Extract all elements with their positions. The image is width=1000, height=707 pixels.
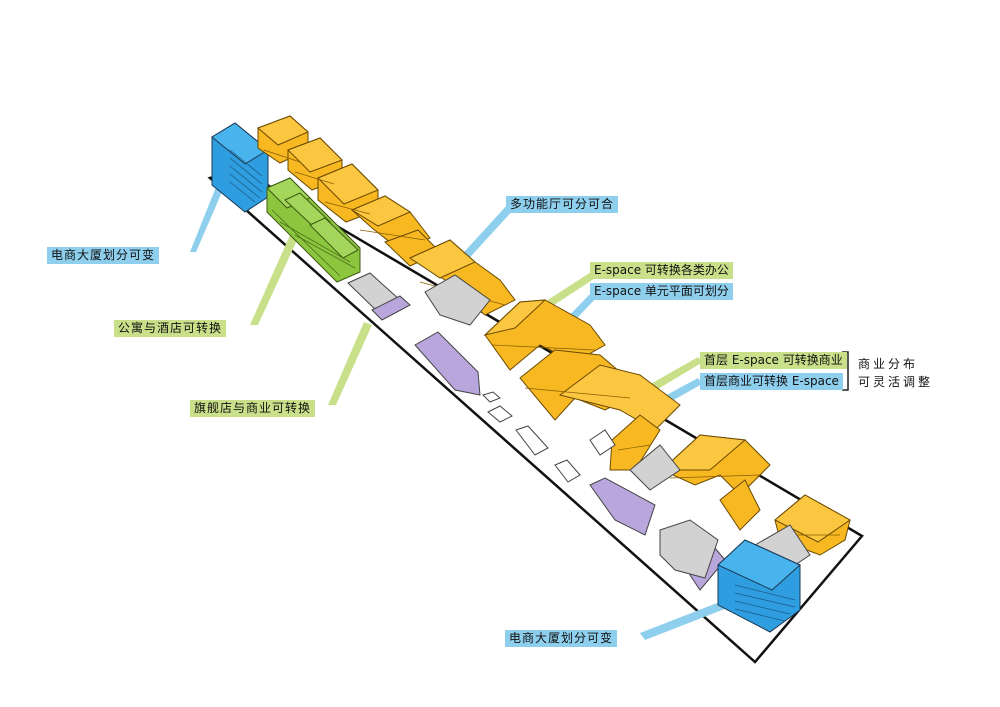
flagship-block bbox=[371, 295, 411, 321]
leader-ecommerce-top bbox=[190, 182, 225, 252]
label-flagship: 旗舰店与商业可转换 bbox=[190, 400, 316, 417]
office-chain bbox=[257, 115, 851, 556]
label-ground-commercial: 首层商业可转换 E-space bbox=[700, 373, 843, 390]
plaza-piece bbox=[515, 425, 549, 456]
podium-block bbox=[659, 519, 719, 579]
office-floor-lines bbox=[263, 149, 840, 536]
label-espace-office: E-space 可转换各类办公 bbox=[590, 262, 733, 279]
apartment-hotel-block bbox=[266, 177, 361, 283]
leader-multifunction bbox=[455, 204, 515, 266]
ecommerce-tower-bottom bbox=[717, 539, 801, 633]
podium-block bbox=[629, 444, 681, 491]
leader-flagship bbox=[328, 322, 372, 405]
label-ground-espace: 首层 E-space 可转换商业 bbox=[700, 352, 847, 369]
commercial-block bbox=[414, 331, 481, 396]
leader-ground-espace bbox=[640, 357, 703, 395]
leader-ecommerce-bottom bbox=[640, 596, 740, 640]
plaza-piece bbox=[482, 391, 501, 403]
label-commercial-dist-1: 商业分布 bbox=[858, 357, 919, 371]
commercial-block bbox=[589, 477, 656, 536]
label-multifunction-hall: 多功能厅可分可合 bbox=[506, 196, 619, 213]
label-espace-unit: E-space 单元平面可划分 bbox=[590, 283, 733, 300]
leader-apartment bbox=[250, 235, 298, 325]
label-apartment-hotel: 公寓与酒店可转换 bbox=[114, 320, 227, 337]
plaza-piece bbox=[487, 405, 513, 423]
podium-block bbox=[424, 274, 491, 326]
plaza-piece bbox=[589, 429, 616, 456]
label-ecommerce-bottom: 电商大厦划分可变 bbox=[505, 630, 618, 647]
label-ecommerce-top: 电商大厦划分可变 bbox=[47, 247, 160, 264]
plaza-piece bbox=[554, 459, 581, 483]
label-commercial-dist-2: 可灵活调整 bbox=[858, 375, 934, 389]
